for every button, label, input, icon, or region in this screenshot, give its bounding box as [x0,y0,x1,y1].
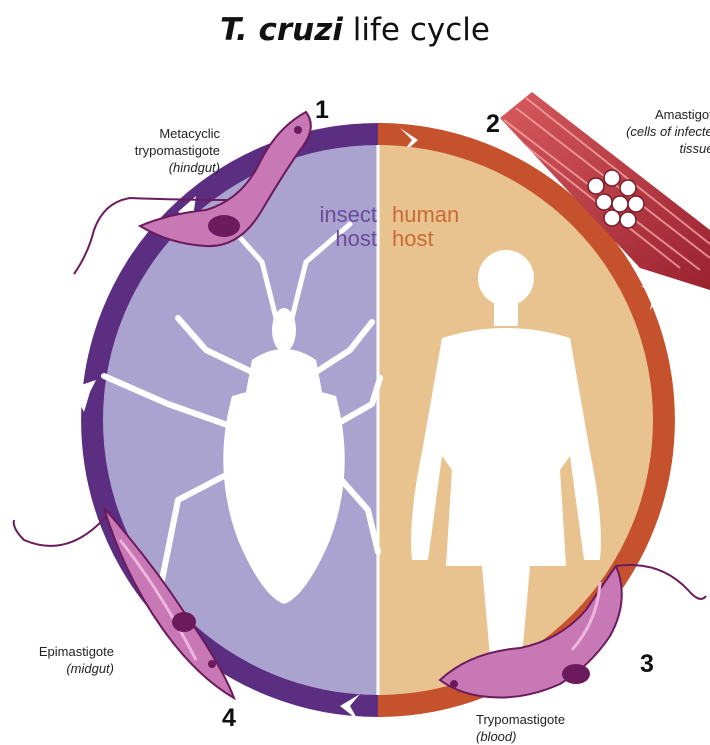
stage-number-2: 2 [486,110,500,139]
stage-3-label: Trypomastigote (blood) [476,711,565,745]
stage-number-4: 4 [222,704,236,733]
insect-host-label: insect host [287,203,377,251]
stage-1-label: Metacyclic trypomastigote (hindgut) [98,125,220,176]
human-host-label: human host [392,203,459,251]
stage-number-1: 1 [315,96,329,125]
stage-2-label: Amastigote (cells of infected tissues [580,106,710,157]
stage-4-label: Epimastigote (midgut) [30,643,114,677]
stage-number-3: 3 [640,650,654,679]
